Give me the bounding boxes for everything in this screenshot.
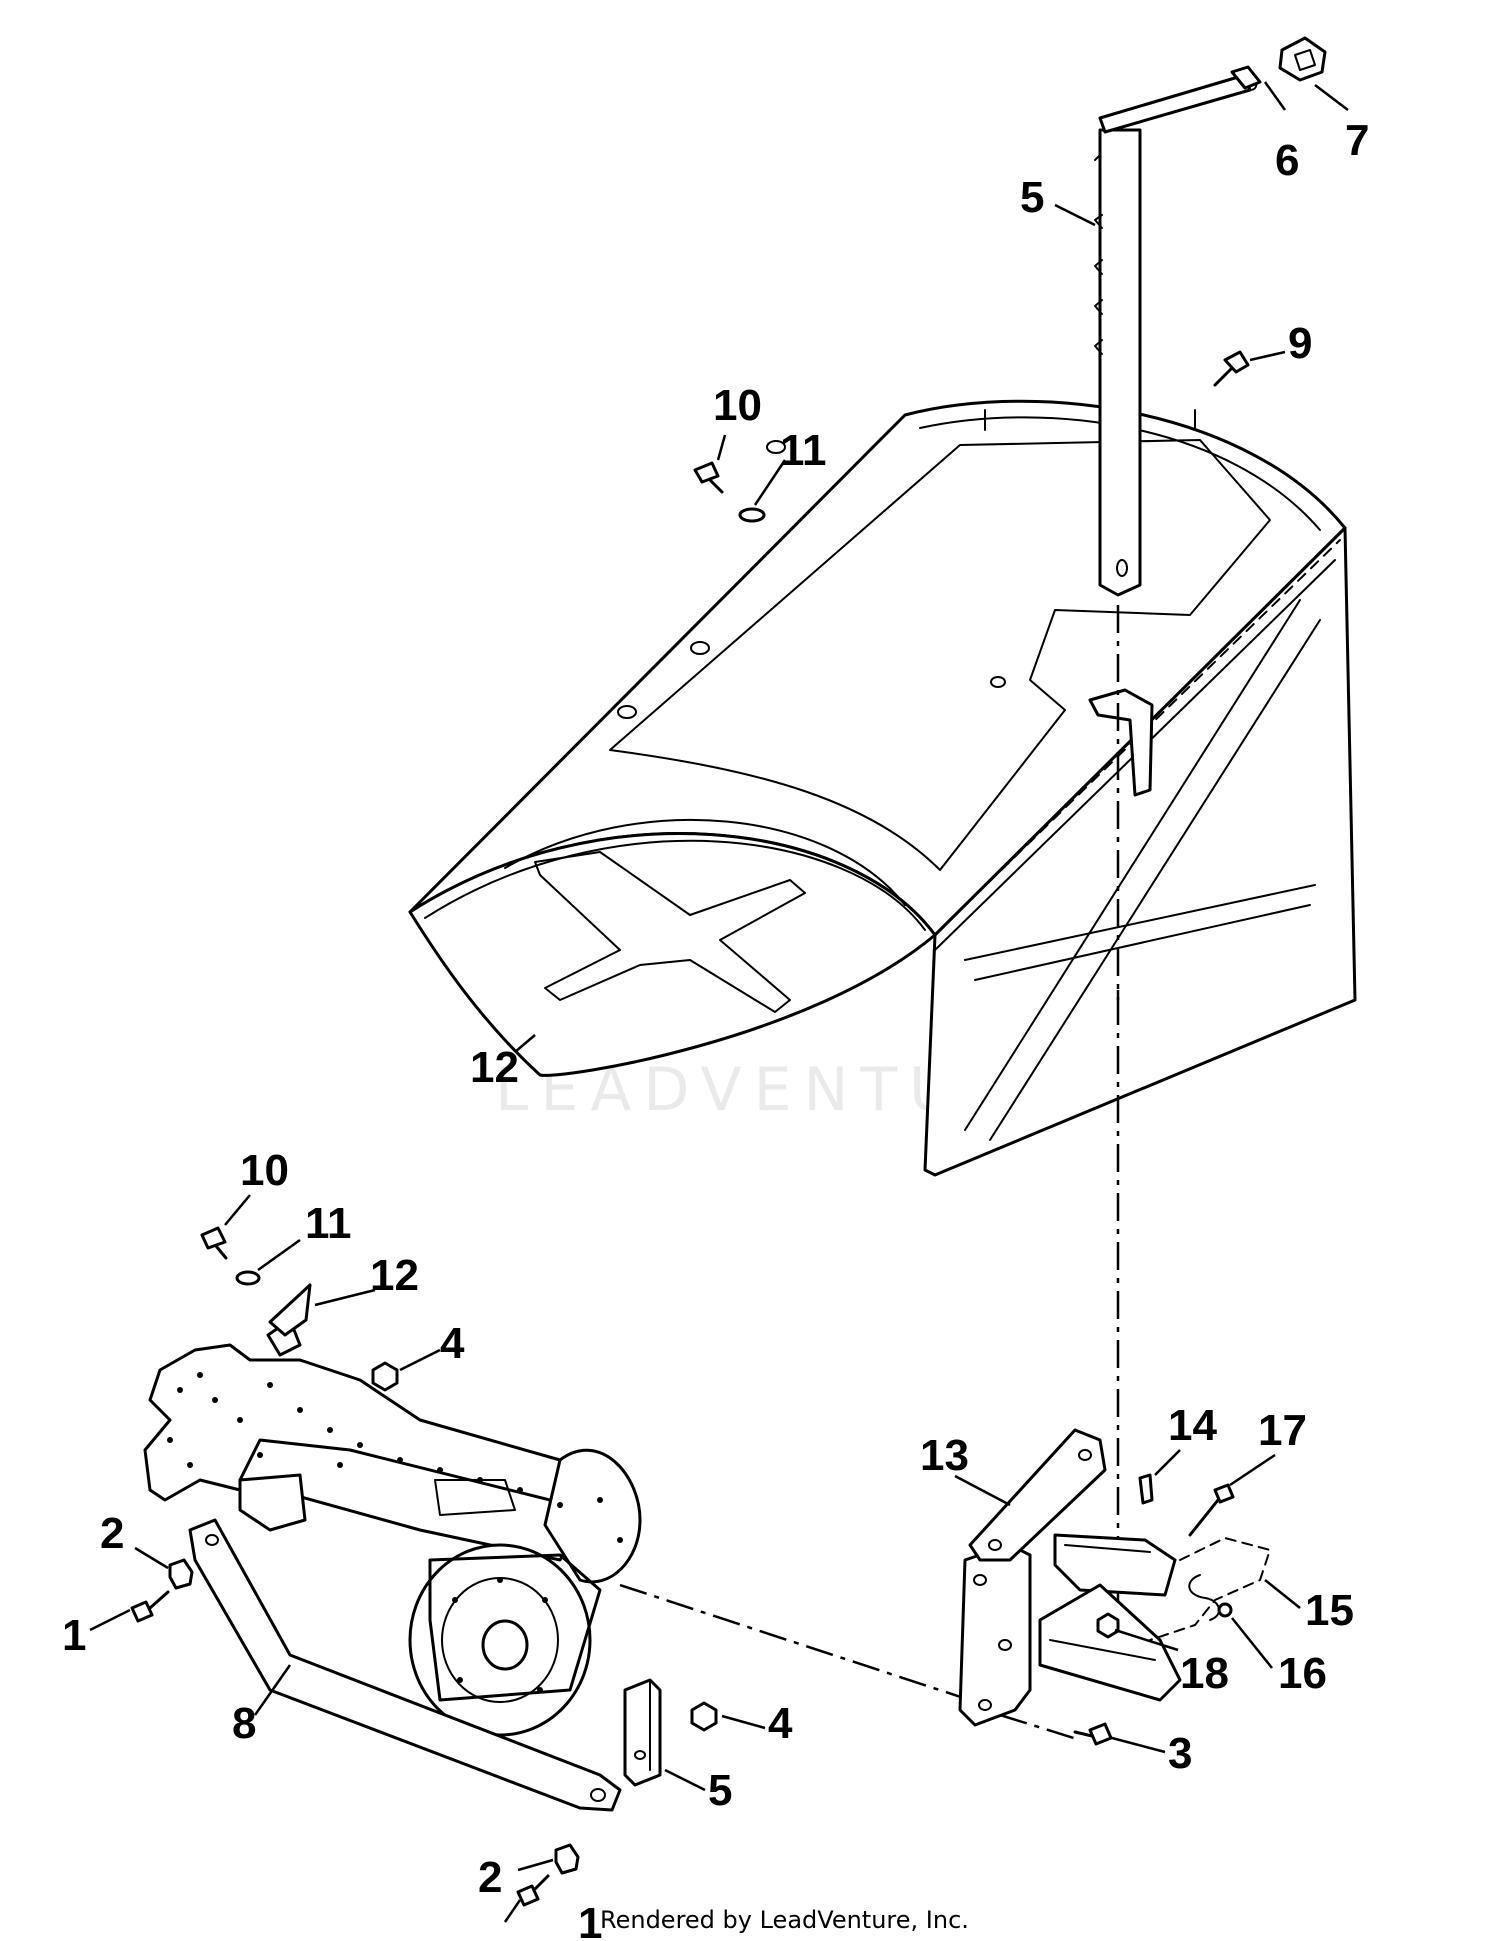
knob bbox=[1278, 36, 1327, 82]
callout-17: 17 bbox=[1258, 1406, 1307, 1455]
spacer bbox=[1230, 65, 1262, 90]
upper-bolt-10 bbox=[693, 461, 724, 494]
nut-2-lower bbox=[554, 1843, 580, 1875]
callout-11-lower: 11 bbox=[305, 1199, 352, 1248]
nut-4-upper bbox=[371, 1361, 399, 1392]
callout-1-lower: 1 bbox=[578, 1899, 602, 1941]
lower-shield-tab-12 bbox=[268, 1283, 312, 1337]
leader-lines bbox=[89, 81, 1349, 1923]
callout-2-lower: 2 bbox=[478, 1853, 502, 1902]
callout-16: 16 bbox=[1278, 1649, 1327, 1698]
depth-bar bbox=[1088, 73, 1258, 797]
callout-5-lower: 5 bbox=[708, 1766, 732, 1815]
callout-7: 7 bbox=[1345, 116, 1369, 165]
callout-9: 9 bbox=[1288, 319, 1312, 368]
callout-1-upper: 1 bbox=[62, 1611, 86, 1660]
callout-10-upper: 10 bbox=[713, 381, 762, 430]
credit-text: Rendered by LeadVenture, Inc. bbox=[600, 1906, 969, 1934]
transmission-housing bbox=[143, 1318, 642, 1737]
callout-3: 3 bbox=[1168, 1729, 1192, 1778]
callout-11-upper: 11 bbox=[780, 426, 827, 475]
callout-12-lower: 12 bbox=[370, 1251, 419, 1300]
bolt-3 bbox=[1073, 1722, 1113, 1746]
lower-washer-11 bbox=[235, 1270, 261, 1286]
callout-2-upper: 2 bbox=[100, 1509, 124, 1558]
callout-12-upper: 12 bbox=[470, 1043, 519, 1092]
callout-18: 18 bbox=[1180, 1649, 1229, 1698]
callout-5-upper: 5 bbox=[1020, 173, 1044, 222]
support-bar bbox=[188, 1518, 622, 1812]
callout-4-lower: 4 bbox=[768, 1699, 793, 1748]
hub-line bbox=[619, 1583, 971, 1702]
lower-bolt-10 bbox=[200, 1226, 228, 1260]
nut-2-upper bbox=[168, 1558, 194, 1590]
bolt-1-upper bbox=[130, 1590, 170, 1623]
callout-14: 14 bbox=[1168, 1401, 1217, 1450]
bolt-3-line bbox=[999, 1713, 1081, 1742]
nut-4-lower bbox=[690, 1701, 718, 1732]
bolt bbox=[1213, 350, 1250, 387]
callout-6: 6 bbox=[1275, 136, 1299, 185]
bracket-assembly bbox=[958, 1428, 1271, 1727]
callout-13: 13 bbox=[920, 1431, 969, 1480]
housing-stipple bbox=[167, 1372, 623, 1693]
callouts: 7 6 5 9 10 11 12 10 11 12 4 2 1 8 4 5 2 … bbox=[62, 116, 1369, 1941]
callout-10-lower: 10 bbox=[240, 1146, 289, 1195]
spacer-block-5 bbox=[623, 1678, 662, 1787]
bolt-1-lower bbox=[516, 1874, 550, 1907]
callout-8: 8 bbox=[232, 1699, 256, 1748]
upper-washer-11 bbox=[738, 507, 766, 523]
callout-15: 15 bbox=[1305, 1586, 1354, 1635]
callout-4-upper: 4 bbox=[440, 1319, 465, 1368]
